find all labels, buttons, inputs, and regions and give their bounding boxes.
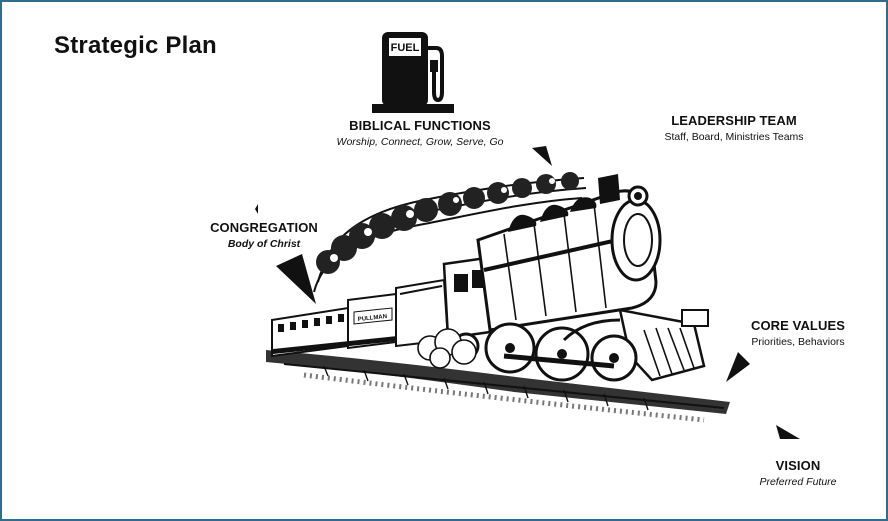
leadership-team-sub: Staff, Board, Ministries Teams — [636, 131, 832, 143]
leadership-team-label: LEADERSHIP TEAM Staff, Board, Ministries… — [636, 114, 832, 143]
fuel-pump-label: FUEL — [391, 42, 420, 54]
biblical-functions-sub: Worship, Connect, Grow, Serve, Go — [304, 136, 536, 148]
core-values-sub: Priorities, Behaviors — [728, 336, 868, 348]
vision-heading: VISION — [738, 459, 858, 474]
biblical-functions-heading: BIBLICAL FUNCTIONS — [304, 119, 536, 134]
congregation-top-marker-icon — [252, 202, 262, 216]
core-values-label: CORE VALUES Priorities, Behaviors — [728, 319, 868, 348]
fuel-pump-icon: FUEL — [370, 30, 456, 114]
biblical-functions-arrow-icon — [530, 144, 556, 170]
vision-label: VISION Preferred Future — [738, 459, 858, 488]
vision-sub: Preferred Future — [738, 476, 858, 488]
leadership-team-heading: LEADERSHIP TEAM — [636, 114, 832, 129]
locomotive-icon: PULLMAN — [264, 170, 734, 428]
biblical-functions-label: BIBLICAL FUNCTIONS Worship, Connect, Gro… — [304, 119, 536, 148]
slide-title: Strategic Plan — [54, 32, 217, 60]
vision-arrow-icon — [774, 423, 804, 443]
core-values-heading: CORE VALUES — [728, 319, 868, 334]
